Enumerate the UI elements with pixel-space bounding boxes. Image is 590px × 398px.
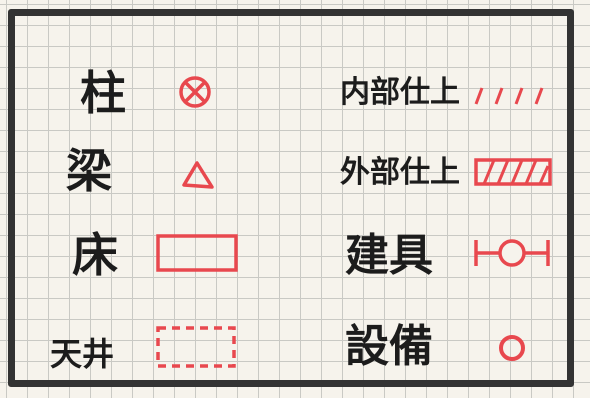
small-circle-icon xyxy=(499,335,525,361)
legend-label-fittings: 建具 xyxy=(345,230,433,281)
legend-label-exterior-finish: 外部仕上 xyxy=(340,155,460,190)
circle-on-line-icon xyxy=(474,239,550,267)
legend-label-interior-finish: 内部仕上 xyxy=(340,75,460,110)
dashed-rectangle-icon xyxy=(156,326,236,368)
legend-label-column: 柱 xyxy=(80,66,126,120)
dashed-slash-line-icon xyxy=(474,87,544,105)
legend-label-equipment: 設備 xyxy=(345,321,433,372)
rectangle-icon xyxy=(156,234,238,272)
legend-label-ceiling: 天井 xyxy=(50,335,115,373)
triangle-icon xyxy=(182,161,214,189)
legend-label-beam: 梁 xyxy=(66,144,112,198)
hatched-bar-icon xyxy=(474,158,552,186)
circle-x-icon xyxy=(179,76,211,108)
legend-label-floor: 床 xyxy=(72,228,118,282)
legend-frame xyxy=(8,9,574,387)
